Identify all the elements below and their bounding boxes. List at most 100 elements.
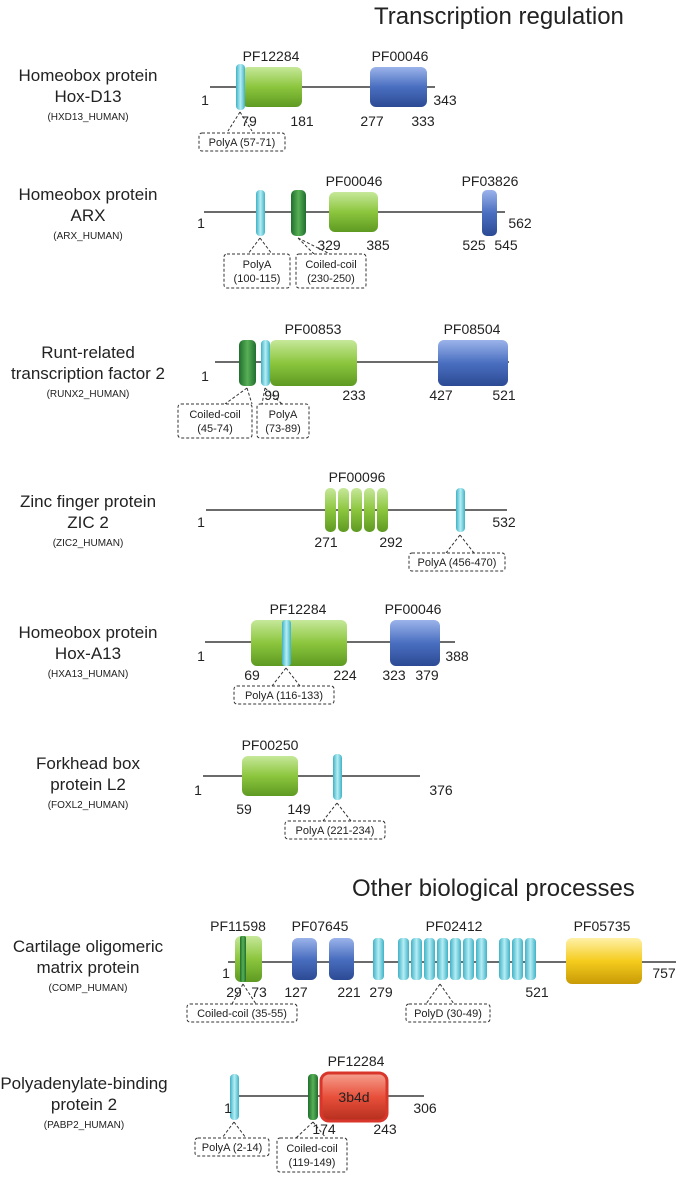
pfam-label: PF08504	[444, 321, 501, 337]
polya-region	[236, 64, 245, 110]
protein-name: Hox-D13	[54, 87, 121, 106]
zinc-finger-4	[364, 488, 375, 532]
pfam-label: PF02412	[426, 918, 483, 934]
domain-pf00046	[370, 67, 427, 107]
protein-name: Runt-related	[41, 343, 135, 362]
domain-pf00250	[242, 756, 298, 796]
position-label: 1	[197, 215, 205, 231]
protein-name: Homeobox protein	[19, 623, 158, 642]
position-label: 181	[290, 113, 314, 129]
annotation-polya-range: (100-115)	[234, 273, 281, 285]
protein-runx2: Runt-related transcription factor 2 (RUN…	[11, 321, 516, 439]
repeat-pf02412-4	[424, 938, 435, 980]
position-label: 271	[314, 534, 338, 550]
pdb-label: 3b4d	[338, 1089, 369, 1105]
protein-id: (PABP2_HUMAN)	[44, 1120, 124, 1131]
position-label: 333	[411, 113, 435, 129]
position-label: 59	[236, 801, 252, 817]
protein-name: Zinc finger protein	[20, 492, 156, 511]
annotation-box	[256, 403, 310, 439]
callout-lines	[231, 983, 455, 1005]
position-label: 277	[360, 113, 384, 129]
pfam-label: PF12284	[270, 601, 327, 617]
annotation-coiled-coil: Coiled-coil	[305, 259, 356, 271]
polya-region	[333, 754, 342, 800]
position-label: 243	[373, 1121, 397, 1137]
pfam-label: PF03826	[462, 173, 519, 189]
annotation-polya: PolyA (456-470)	[418, 557, 497, 569]
position-label: 545	[494, 237, 518, 253]
protein-name: Polyadenylate-binding	[0, 1074, 167, 1093]
polya-region	[282, 620, 291, 666]
protein-id: (FOXL2_HUMAN)	[48, 800, 129, 811]
position-label: 221	[337, 984, 361, 1000]
pfam-label: PF00096	[329, 469, 386, 485]
protein-name: Hox-A13	[55, 644, 121, 663]
polya-region	[256, 190, 265, 236]
polya-region	[456, 488, 465, 532]
protein-id: (HXD13_HUMAN)	[47, 112, 128, 123]
position-label: 521	[492, 387, 516, 403]
domain-pf11598	[235, 936, 262, 982]
annotation-box	[284, 820, 386, 840]
callout-lines	[322, 802, 352, 822]
annotation-polya: PolyA	[243, 259, 272, 271]
annotation-polya-range: (73-89)	[265, 423, 300, 435]
repeat-pf02412-3	[411, 938, 422, 980]
position-label: 1	[197, 648, 205, 664]
coiled-coil-region	[239, 340, 256, 386]
repeat-pf02412-5	[437, 938, 448, 980]
annotation-box	[408, 552, 506, 572]
position-label: 73	[251, 984, 267, 1000]
position-label: 757	[652, 965, 676, 981]
repeat-pf02412-2	[398, 938, 409, 980]
protein-name: Forkhead box	[36, 754, 140, 773]
position-label: 427	[429, 387, 453, 403]
polya-region	[261, 340, 270, 386]
coiled-coil-region	[308, 1074, 318, 1120]
domain-pf12284	[242, 67, 302, 107]
pfam-label: PF00853	[285, 321, 342, 337]
zinc-finger-2	[338, 488, 349, 532]
domain-pf05735	[566, 938, 642, 984]
position-label: 1	[197, 514, 205, 530]
position-label: 1	[222, 965, 230, 981]
position-label: 29	[226, 984, 242, 1000]
position-label: 1	[201, 92, 209, 108]
pfam-label: PF07645	[292, 918, 349, 934]
annotation-polyd: PolyD (30-49)	[414, 1008, 482, 1020]
position-label: 385	[366, 237, 390, 253]
annotation-polya: PolyA (57-71)	[209, 137, 276, 149]
position-label: 532	[492, 514, 516, 530]
domain-pf07645-1	[292, 938, 317, 980]
repeat-pf02412-1	[373, 938, 384, 980]
coiled-coil-region	[291, 190, 306, 236]
repeat-pf02412-9	[499, 938, 510, 980]
protein-id: (HXA13_HUMAN)	[48, 669, 129, 680]
section-title-transcription: Transcription regulation	[374, 3, 624, 30]
position-label: 329	[317, 237, 341, 253]
annotation-polya: PolyA	[269, 409, 298, 421]
position-label: 521	[525, 984, 549, 1000]
annotation-box	[198, 132, 286, 152]
position-label: 149	[287, 801, 311, 817]
pfam-label: PF00046	[372, 48, 429, 64]
position-label: 343	[433, 92, 457, 108]
pfam-label: PF00046	[326, 173, 383, 189]
annotation-coiled-coil: Coiled-coil	[189, 409, 240, 421]
position-label: 79	[241, 113, 257, 129]
protein-name: Cartilage oligomeric	[13, 937, 164, 956]
protein-pabp2: Polyadenylate-binding protein 2 (PABP2_H…	[0, 1053, 437, 1173]
annotation-polya: PolyA (221-234)	[296, 825, 375, 837]
annotation-coiled-coil: Coiled-coil (35-55)	[197, 1008, 287, 1020]
zinc-finger-1	[325, 488, 336, 532]
repeat-pf02412-6	[450, 938, 461, 980]
section-title-other: Other biological processes	[352, 875, 635, 902]
protein-id: (COMP_HUMAN)	[49, 983, 128, 994]
annotation-coiled-coil-range: (119-149)	[289, 1157, 336, 1169]
annotation-box	[233, 685, 335, 705]
protein-name: ARX	[71, 206, 106, 225]
annotation-box	[295, 253, 367, 289]
annotation-box	[194, 1137, 270, 1157]
